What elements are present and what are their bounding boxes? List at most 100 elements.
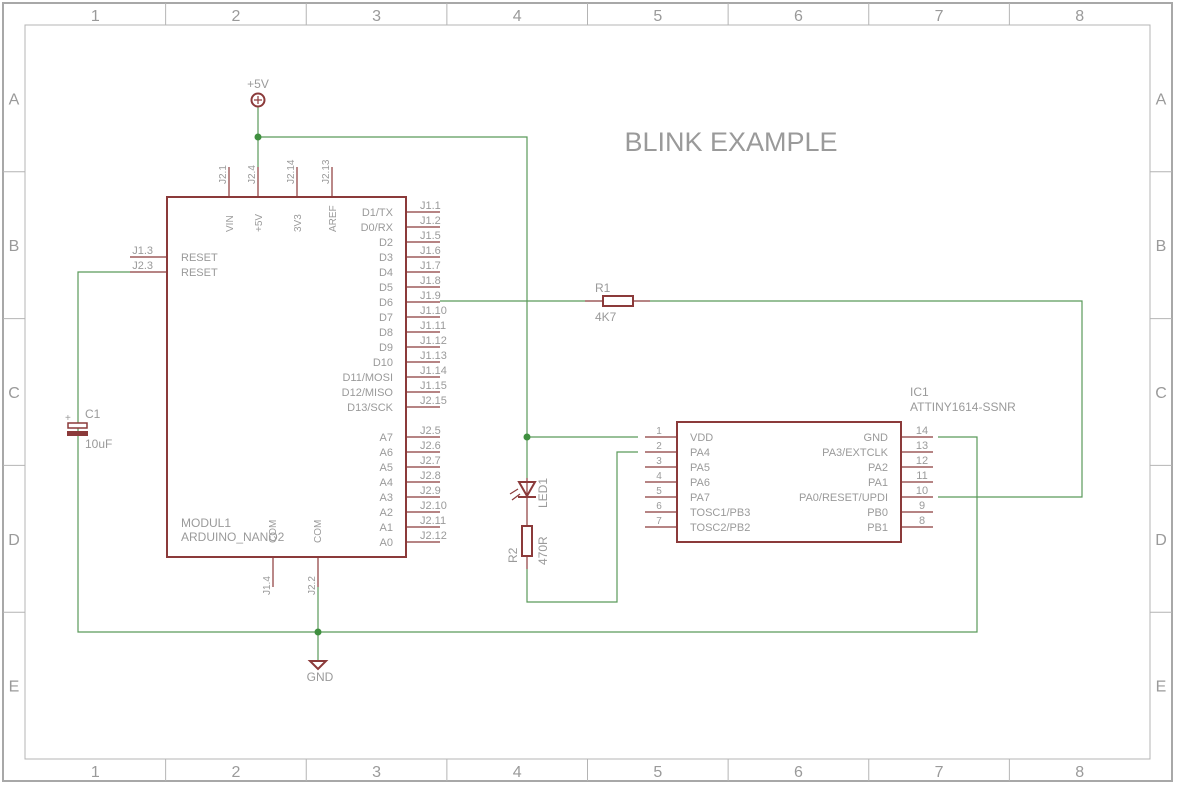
led1-name: LED1 xyxy=(536,478,550,508)
arduino-pin-pad: J1.12 xyxy=(420,335,447,347)
ic1-pin-name: PA3/EXTCLK xyxy=(822,447,888,459)
arduino-pin-pad: J2.6 xyxy=(420,440,441,452)
arduino-pin-name: D13/SCK xyxy=(347,402,394,414)
led-led1[interactable]: LED1 xyxy=(509,478,550,518)
ic1-pin-number: 13 xyxy=(916,440,928,452)
frame-row-label-left: D xyxy=(8,532,20,549)
sheet-title: BLINK EXAMPLE xyxy=(624,127,837,157)
frame-column-label-top: 4 xyxy=(513,8,522,25)
arduino-pin-name: +5V xyxy=(254,214,265,232)
ic1-pin-number: 6 xyxy=(656,501,662,512)
ic1-pin-name: GND xyxy=(864,432,889,444)
arduino-pin-pad: J1.4 xyxy=(262,576,273,595)
resistor-r2[interactable]: R2 470R xyxy=(506,518,550,569)
led-icon xyxy=(517,481,537,499)
ground-icon xyxy=(307,660,329,671)
supply-5v-symbol xyxy=(250,92,266,108)
capacitor-c1[interactable]: + C1 10uF xyxy=(65,407,112,451)
ic1-pin-number: 11 xyxy=(916,470,927,482)
arduino-pin-name: D10 xyxy=(373,357,393,369)
frame-row-label-right: A xyxy=(1156,91,1167,108)
frame-column-label-bottom: 3 xyxy=(372,764,381,781)
arduino-pin-name: D5 xyxy=(379,282,393,294)
arduino-pin-name: D2 xyxy=(379,237,393,249)
ic1-pin-number: 4 xyxy=(656,471,662,482)
arduino-pin-name: A2 xyxy=(380,507,393,519)
c1-value: 10uF xyxy=(85,437,112,451)
resistor-r2-body xyxy=(521,525,533,557)
arduino-pin-name: A6 xyxy=(380,447,393,459)
c1-polarity: + xyxy=(65,413,71,424)
r2-name: R2 xyxy=(506,547,520,563)
wire-5v-net[interactable] xyxy=(257,107,528,437)
arduino-pin-name: RESET xyxy=(181,252,218,264)
frame-column-label-bottom: 2 xyxy=(231,764,240,781)
ic1-pin-name: PB0 xyxy=(867,507,888,519)
frame-column-label-bottom: 7 xyxy=(935,764,944,781)
ic1-pin-name: PA2 xyxy=(868,462,888,474)
arduino-pin-pad: J2.12 xyxy=(420,530,447,542)
arduino-pin-name: COM xyxy=(313,520,324,543)
arduino-pin-name: COM xyxy=(268,520,279,543)
arduino-pin-name: D7 xyxy=(379,312,393,324)
wire-r1-updi[interactable] xyxy=(650,300,1083,498)
arduino-pin-pad: J1.10 xyxy=(420,305,447,317)
supply-5v[interactable]: +5V xyxy=(247,77,269,108)
frame-column-label-bottom: 6 xyxy=(794,764,803,781)
wires xyxy=(77,107,1083,660)
arduino-pin-pad: J1.14 xyxy=(420,365,447,377)
ic1-pin-number: 9 xyxy=(919,500,925,512)
frame-column-label-top: 8 xyxy=(1075,8,1084,25)
frame-column-label-top: 7 xyxy=(935,8,944,25)
junction-5v xyxy=(254,133,262,141)
ic1-pin-name: VDD xyxy=(690,432,713,444)
ic1-pin-name: TOSC2/PB2 xyxy=(690,522,750,534)
arduino-pin-name: A3 xyxy=(380,492,393,504)
frame-column-label-top: 5 xyxy=(653,8,662,25)
arduino-pin-pad: J2.13 xyxy=(321,159,332,184)
ic1-pin-number: 10 xyxy=(916,485,928,497)
arduino-pin-name: A0 xyxy=(380,537,393,549)
ic1-pin-name: PA1 xyxy=(868,477,888,489)
arduino-pin-name: A5 xyxy=(380,462,393,474)
frame-row-label-right: D xyxy=(1155,532,1167,549)
arduino-pin-pad: J1.13 xyxy=(420,350,447,362)
ic-attiny1614[interactable]: 1VDD2PA43PA54PA65PA76TOSC1/PB37TOSC2/PB2… xyxy=(645,385,1016,543)
wire-gnd-net[interactable] xyxy=(77,271,978,633)
c1-name: C1 xyxy=(85,407,101,421)
frame-column-label-top: 6 xyxy=(794,8,803,25)
r1-value: 4K7 xyxy=(595,310,617,324)
arduino-pin-pad: J2.4 xyxy=(247,165,258,184)
arduino-pin-name: VIN xyxy=(225,215,236,232)
arduino-pin-pad: J2.11 xyxy=(420,515,446,527)
ic1-pin-number: 8 xyxy=(919,515,925,527)
wire-pa4-led[interactable] xyxy=(526,451,638,603)
ic1-pin-name: TOSC1/PB3 xyxy=(690,507,750,519)
arduino-pin-pad: J2.5 xyxy=(420,425,441,437)
ic1-pin-name: PA7 xyxy=(690,492,710,504)
ic1-pin-number: 12 xyxy=(916,455,928,467)
arduino-pin-name: D11/MOSI xyxy=(342,372,393,384)
ic1-pin-number: 14 xyxy=(916,425,928,437)
frame-column-label-bottom: 5 xyxy=(653,764,662,781)
arduino-pin-name: AREF xyxy=(328,205,339,232)
arduino-pin-pad: J2.1 xyxy=(218,165,229,184)
supply-5v-label: +5V xyxy=(247,77,269,91)
resistor-r1[interactable]: R1 4K7 xyxy=(585,281,650,324)
ic1-pin-name: PA5 xyxy=(690,462,710,474)
arduino-name: MODUL1 xyxy=(181,516,231,530)
arduino-pin-pad: J1.8 xyxy=(420,275,441,287)
arduino-pin-name: D6 xyxy=(379,297,393,309)
frame-row-label-right: C xyxy=(1155,385,1167,402)
ic1-pin-name: PA4 xyxy=(690,447,710,459)
ic1-name: IC1 xyxy=(910,385,929,399)
ic1-pin-name: PA6 xyxy=(690,477,710,489)
supply-gnd[interactable]: GND xyxy=(307,660,334,684)
arduino-pin-name: A1 xyxy=(380,522,393,534)
arduino-pin-pad: J2.8 xyxy=(420,470,441,482)
ic1-pin-number: 7 xyxy=(656,516,662,527)
arduino-pin-pad: J1.11 xyxy=(420,320,446,332)
